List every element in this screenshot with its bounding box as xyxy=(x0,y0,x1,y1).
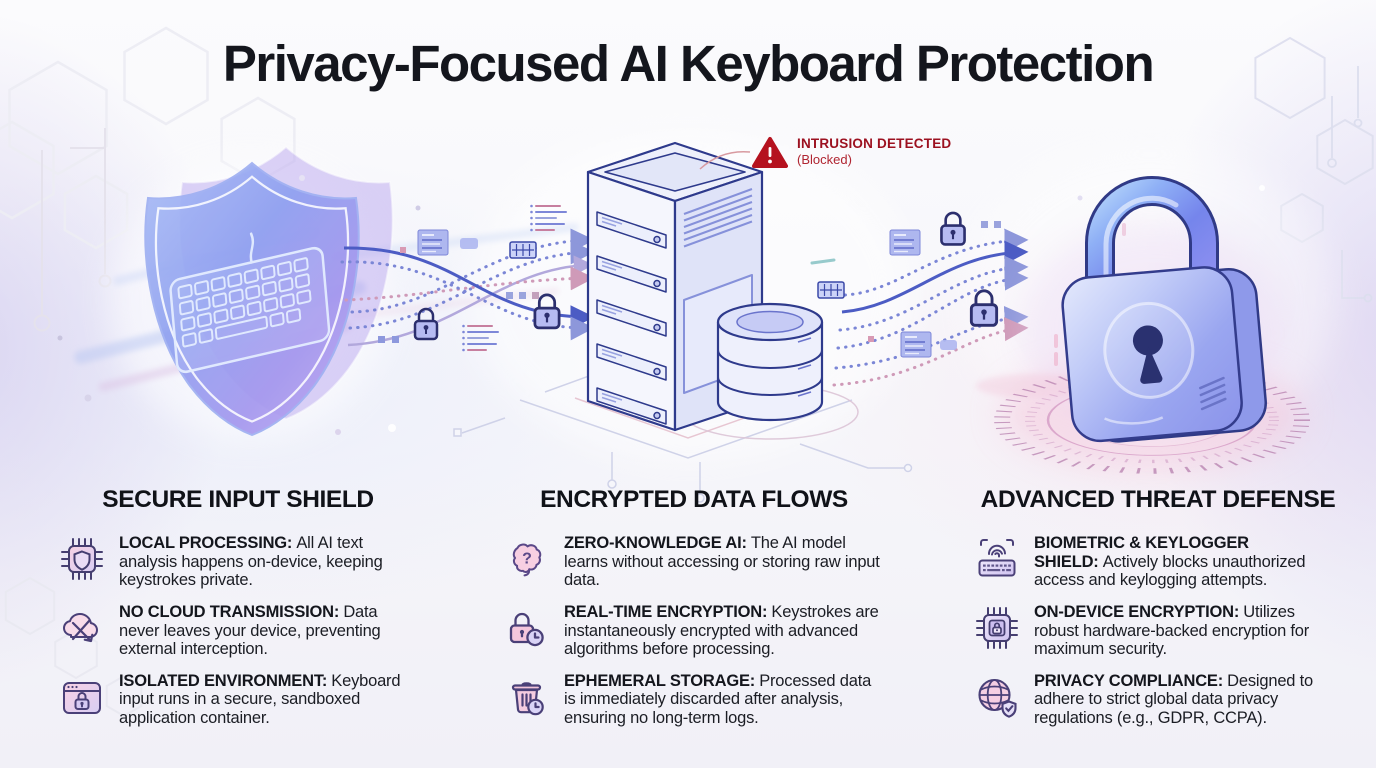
feature-columns: SECURE INPUT SHIELD LOCAL PROCESSING:All… xyxy=(0,486,1376,768)
item-text: Keyboard input runs in a secure, sandbox… xyxy=(119,671,401,728)
feature-item: EPHEMERAL STORAGE:Processed data is imme… xyxy=(503,672,885,728)
padlock-graphic xyxy=(976,176,1310,474)
feature-item: REAL-TIME ENCRYPTION:Keystrokes are inst… xyxy=(503,603,885,659)
column-heading: SECURE INPUT SHIELD xyxy=(102,486,374,513)
lock-body xyxy=(1061,266,1267,443)
warning-triangle-icon xyxy=(752,137,788,168)
left-circuit-lines xyxy=(33,128,112,332)
column-encrypted-data-flows: ENCRYPTED DATA FLOWS ZERO-KNOWLEDGE AI:T… xyxy=(503,486,885,741)
cloud-offline-icon xyxy=(58,604,106,652)
warning-title: INTRUSION DETECTED xyxy=(797,136,952,151)
keyboard-lineart xyxy=(169,232,331,374)
item-lead: EPHEMERAL STORAGE: xyxy=(564,671,756,690)
server-slots xyxy=(596,211,667,425)
feature-item: ON-DEVICE ENCRYPTION:Utilizes robust har… xyxy=(973,603,1343,659)
data-flow-left xyxy=(340,203,595,353)
window-lock-icon xyxy=(58,673,106,721)
item-lead: REAL-TIME ENCRYPTION: xyxy=(564,602,768,621)
feature-item: NO CLOUD TRANSMISSION:Data never leaves … xyxy=(58,603,418,659)
data-flow-right xyxy=(817,211,1029,387)
chip-lock-icon xyxy=(973,604,1021,652)
item-text: Data never leaves your device, preventin… xyxy=(119,602,381,659)
intrusion-warning: INTRUSION DETECTED (Blocked) xyxy=(752,136,951,169)
feature-item: BIOMETRIC & KEYLOGGER SHIELD:Actively bl… xyxy=(973,534,1343,590)
column-heading: ENCRYPTED DATA FLOWS xyxy=(540,486,848,513)
column-advanced-threat-defense: ADVANCED THREAT DEFENSE BIOMETRIC & KEYL… xyxy=(973,486,1343,741)
item-lead: BIOMETRIC & KEYLOGGER SHIELD: xyxy=(1034,534,1249,571)
item-lead: ON-DEVICE ENCRYPTION: xyxy=(1034,602,1240,621)
database-graphic xyxy=(716,302,824,422)
item-text: Designed to adhere to strict global data… xyxy=(1034,671,1314,728)
item-lead: PRIVACY COMPLIANCE: xyxy=(1034,671,1224,690)
sparkle-dots xyxy=(57,175,1265,435)
item-text: All AI text analysis happens on-device, … xyxy=(119,534,383,590)
warning-subtitle: (Blocked) xyxy=(797,151,852,167)
column-heading: ADVANCED THREAT DEFENSE xyxy=(980,486,1336,513)
item-lead: ZERO-KNOWLEDGE AI: xyxy=(564,534,747,552)
page-title: Privacy-Focused AI Keyboard Protection xyxy=(222,35,1155,92)
feature-item: ISOLATED ENVIRONMENT:Keyboard input runs… xyxy=(58,672,418,728)
item-text: Keystrokes are instantaneously encrypted… xyxy=(564,602,879,659)
globe-shield-icon xyxy=(973,673,1021,721)
trash-clock-icon xyxy=(503,673,551,721)
column-secure-input-shield: SECURE INPUT SHIELD LOCAL PROCESSING:All… xyxy=(58,486,418,741)
item-text: Utilizes robust hardware-backed encrypti… xyxy=(1034,602,1310,659)
data-squares-left xyxy=(378,247,539,343)
item-text: Processed data is immediately discarded … xyxy=(564,671,872,728)
lock-shackle xyxy=(1085,176,1219,298)
item-lead: ISOLATED ENVIRONMENT: xyxy=(119,671,328,690)
feature-item: LOCAL PROCESSING:All AI text analysis ha… xyxy=(58,534,418,590)
warning-leader-line xyxy=(699,150,751,170)
item-text: The AI model learns without accessing or… xyxy=(564,534,880,590)
shield-graphic xyxy=(144,145,394,437)
chip-shield-icon xyxy=(58,535,106,583)
item-lead: LOCAL PROCESSING: xyxy=(119,534,293,552)
feature-item: ZERO-KNOWLEDGE AI:The AI model learns wi… xyxy=(503,534,885,590)
feature-item: PRIVACY COMPLIANCE:Designed to adhere to… xyxy=(973,672,1343,728)
lock-clock-icon xyxy=(503,604,551,652)
brain-question-icon xyxy=(503,535,551,583)
item-text: Actively blocks unauthorized access and … xyxy=(1034,552,1306,590)
fingerprint-keyboard-icon xyxy=(973,535,1021,583)
data-squares-right xyxy=(868,221,1001,342)
item-lead: NO CLOUD TRANSMISSION: xyxy=(119,602,340,621)
